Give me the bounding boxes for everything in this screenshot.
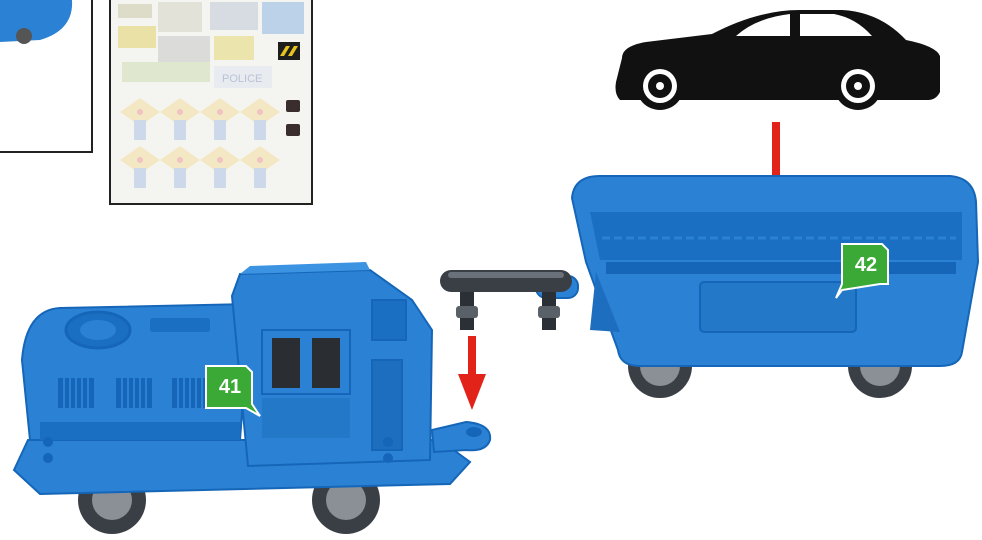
sticker-sheet-panel: POLICE [110,0,312,204]
sticker-police-text: POLICE [222,73,262,85]
previous-step-panel [0,0,92,152]
step-42-badge: 42 [844,246,888,290]
step-41-number: 41 [208,368,252,404]
step-42-number: 42 [844,246,888,282]
wagon-model [536,176,978,398]
coupling-bar [440,270,572,330]
down-arrow-icon [458,336,486,410]
step-41-badge: 41 [208,368,252,412]
car-silhouette-icon [616,10,941,110]
